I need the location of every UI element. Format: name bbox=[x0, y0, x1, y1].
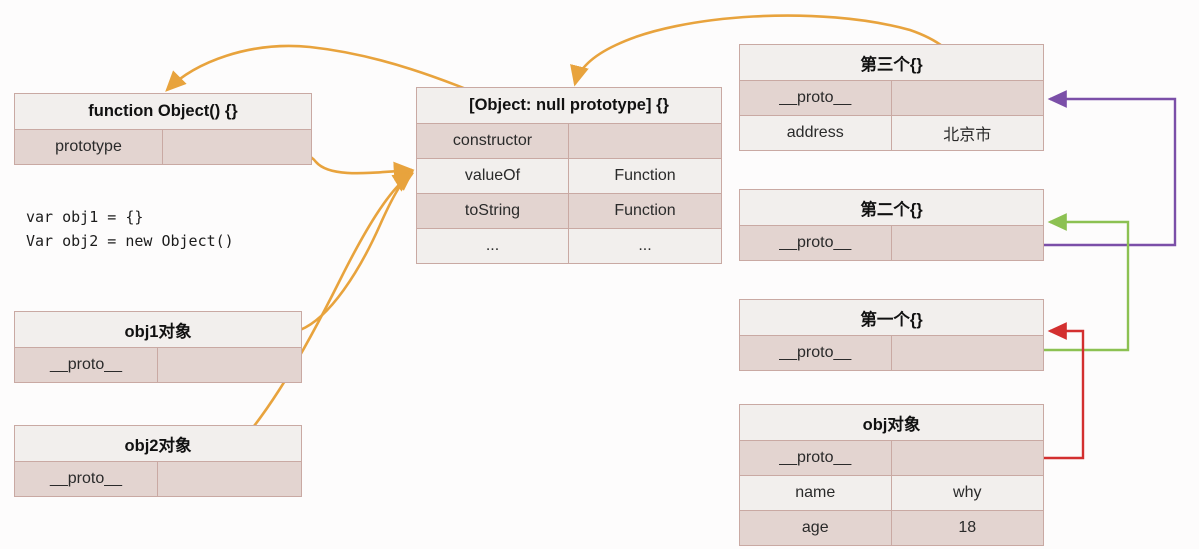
box-first-object-header: 第一个{} bbox=[740, 300, 1043, 335]
cell-value bbox=[892, 226, 1044, 260]
box-second-object: 第二个{} __proto__ bbox=[739, 189, 1044, 261]
cell-key: __proto__ bbox=[740, 336, 892, 370]
code-snippet: var obj1 = {} Var obj2 = new Object() bbox=[26, 208, 234, 250]
box-obj-object-row-proto: __proto__ bbox=[740, 440, 1043, 475]
box-function-object: function Object() {} prototype bbox=[14, 93, 312, 165]
cell-key: address bbox=[740, 116, 892, 150]
box-first-object-row-proto: __proto__ bbox=[740, 335, 1043, 370]
cell-key: valueOf bbox=[417, 159, 569, 193]
box-obj2-object-row-proto: __proto__ bbox=[15, 461, 301, 496]
box-null-prototype-row-tostring: toString Function bbox=[417, 193, 721, 228]
cell-value bbox=[892, 336, 1044, 370]
cell-key: __proto__ bbox=[15, 348, 158, 382]
cell-key: prototype bbox=[15, 130, 163, 164]
cell-value: 18 bbox=[958, 519, 977, 536]
box-null-prototype: [Object: null prototype] {} constructor … bbox=[416, 87, 722, 264]
cell-value bbox=[158, 462, 301, 496]
cell-key: __proto__ bbox=[740, 81, 892, 115]
box-obj-object: obj对象 __proto__ name why age 18 bbox=[739, 404, 1044, 546]
cell-key: toString bbox=[417, 194, 569, 228]
box-null-prototype-header: [Object: null prototype] {} bbox=[417, 88, 721, 123]
box-obj1-object-header: obj1对象 bbox=[15, 312, 301, 347]
box-obj-object-row-age: age 18 bbox=[740, 510, 1043, 545]
box-function-object-row-prototype: prototype bbox=[15, 129, 311, 164]
box-obj2-object-header: obj2对象 bbox=[15, 426, 301, 461]
cell-value bbox=[569, 124, 721, 158]
cell-key: __proto__ bbox=[740, 226, 892, 260]
box-second-object-row-proto: __proto__ bbox=[740, 225, 1043, 260]
box-third-object-row-proto: __proto__ bbox=[740, 80, 1043, 115]
box-null-prototype-row-valueof: valueOf Function bbox=[417, 158, 721, 193]
cell-value bbox=[892, 81, 1044, 115]
cell-value: 北京市 bbox=[943, 127, 992, 144]
box-third-object: 第三个{} __proto__ address 北京市 bbox=[739, 44, 1044, 151]
box-third-object-header: 第三个{} bbox=[740, 45, 1043, 80]
cell-key: __proto__ bbox=[15, 462, 158, 496]
box-function-object-header: function Object() {} bbox=[15, 94, 311, 129]
box-obj-object-header: obj对象 bbox=[740, 405, 1043, 440]
cell-key: age bbox=[740, 511, 892, 545]
cell-value: Function bbox=[614, 167, 676, 184]
box-obj2-object: obj2对象 __proto__ bbox=[14, 425, 302, 497]
box-obj-object-row-name: name why bbox=[740, 475, 1043, 510]
box-null-prototype-row-ellipsis: ... ... bbox=[417, 228, 721, 263]
cell-key: name bbox=[740, 476, 892, 510]
cell-value bbox=[892, 441, 1044, 475]
cell-key: constructor bbox=[417, 124, 569, 158]
box-third-object-row-address: address 北京市 bbox=[740, 115, 1043, 150]
box-obj1-object-row-proto: __proto__ bbox=[15, 347, 301, 382]
cell-key: ... bbox=[417, 229, 569, 263]
box-null-prototype-row-constructor: constructor bbox=[417, 123, 721, 158]
cell-value: why bbox=[953, 484, 982, 501]
cell-key: __proto__ bbox=[740, 441, 892, 475]
box-first-object: 第一个{} __proto__ bbox=[739, 299, 1044, 371]
cell-value: ... bbox=[638, 237, 652, 254]
cell-value bbox=[158, 348, 301, 382]
link-obj1-proto-to-null-prototype bbox=[299, 170, 415, 332]
box-obj1-object: obj1对象 __proto__ bbox=[14, 311, 302, 383]
cell-value: Function bbox=[614, 202, 676, 219]
cell-value bbox=[163, 130, 311, 164]
box-second-object-header: 第二个{} bbox=[740, 190, 1043, 225]
